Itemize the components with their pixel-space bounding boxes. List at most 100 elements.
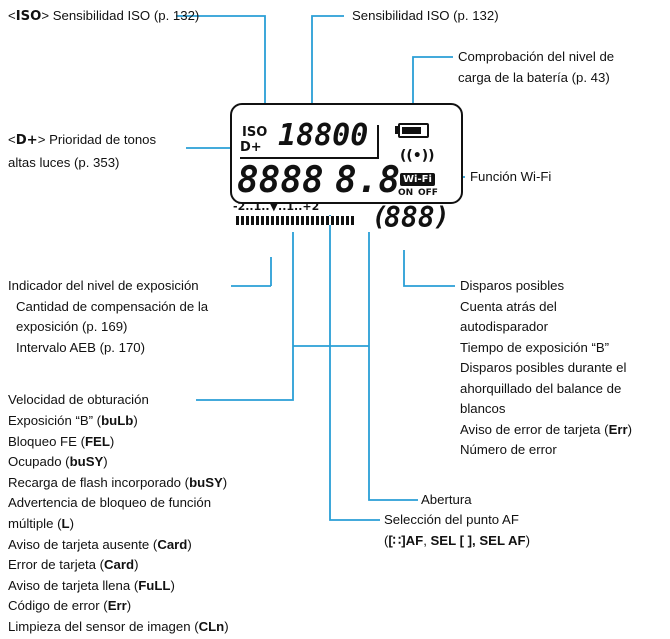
lcd-wifi-badge: Wi-Fi: [400, 173, 435, 186]
lcd-iso-digits: 18800: [278, 118, 369, 153]
lcd-aperture-digits: 8.8: [335, 160, 401, 201]
label-shots-5: Disparos posibles durante el: [460, 360, 627, 375]
label-iso-value: Sensibilidad ISO (p. 132): [352, 8, 499, 23]
speed-12-bold: CLn: [198, 619, 225, 634]
speed-9-bold: Card: [104, 557, 135, 572]
speed-10-pre: Aviso de tarjeta llena (: [8, 578, 139, 593]
label-shots-6: ahorquillado del balance de: [460, 381, 622, 396]
label-speed-2: Exposición “B” (buLb): [8, 413, 138, 429]
label-iso-mode: <ISO> Sensibilidad ISO (p. 132): [8, 8, 199, 25]
speed-7-close: ): [69, 516, 74, 531]
lcd-shots-open: (: [372, 202, 388, 232]
label-speed-9: Error de tarjeta (Card): [8, 557, 138, 573]
speed-10-bold: FuLL: [138, 578, 171, 593]
label-shots-4: Tiempo de exposición “B”: [460, 340, 610, 355]
wifi-signal-icon: ((•)): [400, 148, 435, 164]
speed-3-close: ): [109, 434, 115, 449]
label-speed-6: Advertencia de bloqueo de función: [8, 495, 212, 510]
label-battery-2: carga de la batería (p. 43): [458, 70, 610, 85]
speed-7-pre: múltiple (: [8, 516, 62, 531]
speed-5-close: ): [222, 475, 228, 490]
lcd-shutter-digits: 8888: [237, 160, 324, 201]
open-angle: <: [8, 8, 16, 23]
af-2g: ): [525, 533, 530, 548]
af-2c: ,: [423, 533, 431, 548]
label-dplus-1: <D+> Prioridad de tonos: [8, 132, 156, 149]
iso-mode-text: > Sensibilidad ISO (p. 132): [41, 8, 200, 23]
label-af-1: Selección del punto AF: [384, 512, 519, 527]
open-angle-2: <: [8, 132, 16, 147]
speed-2-close: ): [133, 413, 138, 428]
lcd-divider: [240, 157, 378, 159]
label-shots-7: blancos: [460, 401, 506, 416]
speed-7-bold: L: [61, 516, 70, 531]
label-af-2: ([∷]AF, SEL [ ], SEL AF): [384, 533, 530, 549]
speed-3-pre: Bloqueo FE (: [8, 434, 85, 449]
battery-fill: [402, 127, 421, 134]
label-exposure: Indicador del nivel de exposición: [8, 278, 199, 293]
lcd-exposure-bar: [236, 216, 354, 225]
label-wifi: Función Wi-Fi: [470, 169, 552, 184]
label-speed-12: Limpieza del sensor de imagen (CLn): [8, 619, 229, 635]
speed-9-close: ): [134, 557, 139, 572]
label-speed-1: Velocidad de obturación: [8, 392, 149, 407]
speed-12-pre: Limpieza del sensor de imagen (: [8, 619, 199, 634]
label-speed-4: Ocupado (buSY): [8, 454, 108, 470]
speed-4-close: ): [103, 454, 108, 469]
label-shots-2: Cuenta atrás del: [460, 299, 557, 314]
speed-11-pre: Código de error (: [8, 598, 108, 613]
speed-10-close: ): [170, 578, 175, 593]
shots-8-post: ): [627, 422, 633, 437]
label-speed-7: múltiple (L): [8, 516, 74, 532]
lcd-iso-label: ISO: [242, 125, 268, 140]
label-speed-5: Recarga de flash incorporado (buSY): [8, 475, 227, 491]
speed-4-pre: Ocupado (: [8, 454, 70, 469]
battery-terminal: [395, 126, 398, 134]
label-aperture: Abertura: [421, 492, 472, 507]
label-shots-8: Aviso de error de tarjeta (Err): [460, 422, 632, 438]
label-speed-3: Bloqueo FE (FEL): [8, 434, 114, 450]
speed-11-close: ): [126, 598, 132, 613]
label-speed-11: Código de error (Err): [8, 598, 131, 614]
speed-9-pre: Error de tarjeta (: [8, 557, 105, 572]
battery-icon: [398, 123, 429, 138]
lcd-panel: ISO 18800 D+ ((•)) 8888 8.8 Wi-Fi ON OFF: [230, 103, 463, 204]
speed-8-pre: Aviso de tarjeta ausente (: [8, 537, 158, 552]
label-speed-8: Aviso de tarjeta ausente (Card): [8, 537, 192, 553]
lcd-exposure-scale: -2..1..▼..1..+2: [233, 200, 320, 213]
af-2e: [ ],: [455, 533, 480, 548]
speed-2-pre: Exposición “B” (: [8, 413, 102, 428]
shots-8-pre: Aviso de error de tarjeta (: [460, 422, 609, 437]
label-aeb: Intervalo AEB (p. 170): [16, 340, 146, 355]
label-dplus-2: altas luces (p. 353): [8, 155, 120, 170]
speed-5-pre: Recarga de flash incorporado (: [8, 475, 190, 490]
lcd-dplus-label: D+: [240, 140, 262, 155]
label-exp-comp-1: Cantidad de compensación de la: [16, 299, 209, 314]
speed-5-bold: buSY: [189, 475, 223, 490]
lcd-shots-close: ): [434, 202, 450, 232]
label-shots-9: Número de error: [460, 442, 557, 457]
label-battery-1: Comprobación del nivel de: [458, 49, 615, 64]
speed-8-close: ): [187, 537, 192, 552]
dplus-icon: D+: [15, 133, 38, 148]
speed-3-bold: FEL: [84, 434, 110, 449]
iso-icon: ISO: [15, 9, 42, 24]
label-shots-1: Disparos posibles: [460, 278, 565, 293]
speed-12-close: ): [224, 619, 229, 634]
label-exp-comp-2: exposición (p. 169): [16, 319, 128, 334]
shots-8-bold: Err: [608, 422, 628, 437]
speed-2-bold: buLb: [101, 413, 134, 428]
af-2a: (: [384, 533, 389, 548]
lcd-wifi-off: OFF: [418, 188, 438, 198]
af-2b: AF: [405, 533, 424, 548]
speed-11-bold: Err: [107, 598, 127, 613]
label-speed-10: Aviso de tarjeta llena (FuLL): [8, 578, 175, 594]
lcd-wifi-on: ON: [398, 188, 414, 198]
lcd-shots-digits: 888: [384, 201, 435, 234]
af-2d: SEL: [430, 533, 456, 548]
dplus-text: > Prioridad de tonos: [37, 132, 157, 147]
lcd-divider-corner: [377, 125, 379, 159]
af-point-icon: [∷]: [388, 533, 406, 548]
label-shots-3: autodisparador: [460, 319, 548, 334]
speed-8-bold: Card: [157, 537, 188, 552]
